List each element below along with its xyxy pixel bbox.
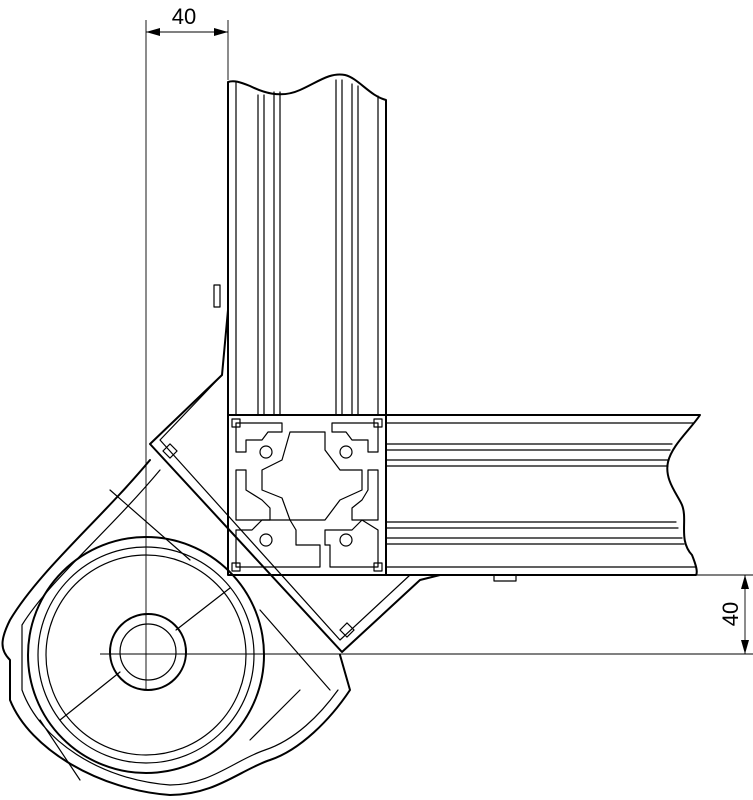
- dimension-top-label: 40: [172, 4, 196, 29]
- arrow-right: [214, 28, 228, 36]
- dimension-right-label: 40: [718, 602, 743, 626]
- profile-cross-section: [227, 414, 387, 576]
- dimension-right: 40: [100, 574, 753, 655]
- arrow-up: [741, 575, 749, 589]
- arrow-left: [146, 28, 160, 36]
- dimension-top: 40: [145, 4, 229, 690]
- horizontal-profile: [385, 414, 701, 582]
- arrow-down: [741, 640, 749, 654]
- pivot-housing: [1, 459, 351, 796]
- vertical-profile: [213, 73, 387, 416]
- connector-plate: [149, 309, 441, 653]
